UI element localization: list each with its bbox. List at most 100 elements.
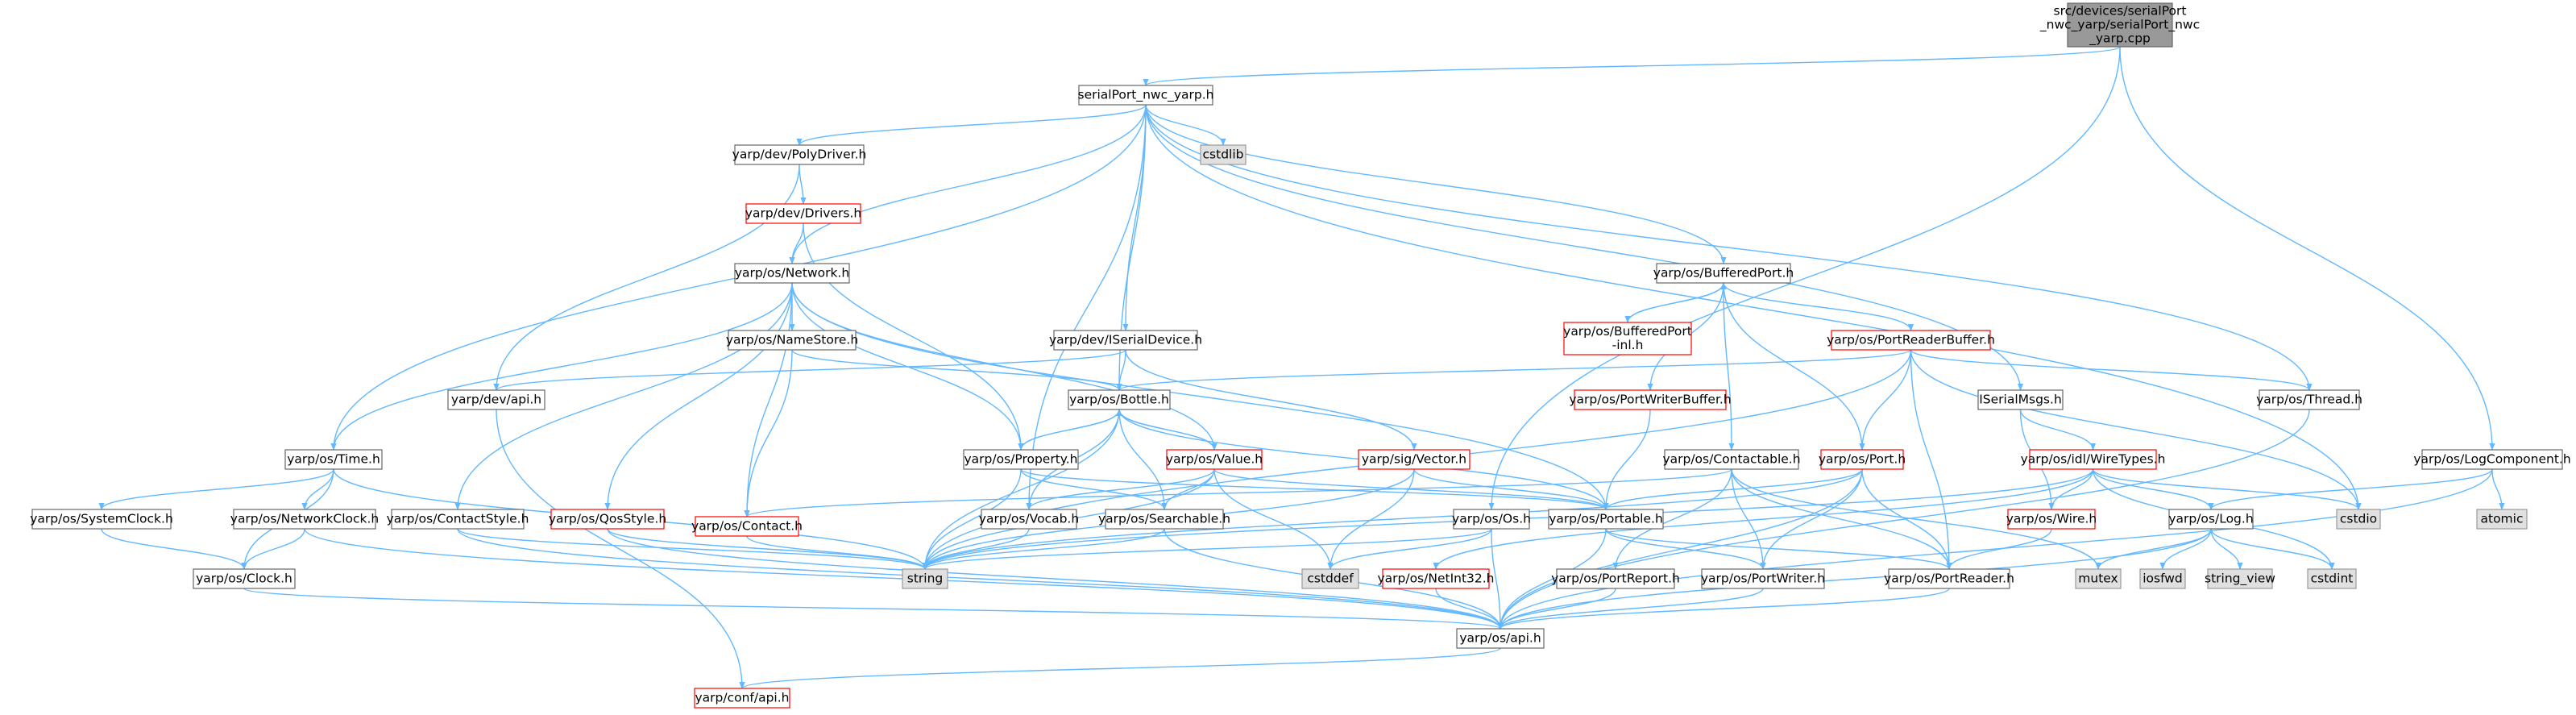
edge-serialPort_nwc_yarp_h-to-os_thread bbox=[1145, 104, 2313, 391]
node-box bbox=[391, 509, 525, 530]
node-net_int32[interactable]: yarp/os/NetInt32.h bbox=[1377, 568, 1495, 589]
node-os_searchable[interactable]: yarp/os/Searchable.h bbox=[1098, 509, 1230, 530]
node-port_writer[interactable]: yarp/os/PortWriter.h bbox=[1701, 568, 1825, 589]
node-iserial_msgs[interactable]: ISerialMsgs.h bbox=[1977, 389, 2064, 410]
node-os_vocab[interactable]: yarp/os/Vocab.h bbox=[979, 509, 1079, 530]
node-os_bottle[interactable]: yarp/os/Bottle.h bbox=[1068, 389, 1171, 410]
node-string_view[interactable]: string_view bbox=[2205, 568, 2275, 589]
node-os_property[interactable]: yarp/os/Property.h bbox=[963, 449, 1079, 470]
node-box bbox=[1166, 449, 1263, 470]
node-contact_style[interactable]: yarp/os/ContactStyle.h bbox=[387, 509, 529, 530]
node-os_clock[interactable]: yarp/os/Clock.h bbox=[193, 568, 296, 589]
edge-os_log-to-cstdint bbox=[2210, 528, 2335, 570]
node-label: yarp/os/Contactable.h bbox=[1662, 452, 1800, 467]
node-dev_drivers[interactable]: yarp/dev/Drivers.h bbox=[745, 203, 861, 224]
node-buffered_port_inl[interactable]: yarp/os/BufferedPort-inl.h bbox=[1563, 322, 1692, 355]
node-label: _nwc_yarp/serialPort_nwc bbox=[2039, 18, 2200, 33]
edge-os_time-to-system_clock bbox=[98, 468, 334, 510]
node-os_wire[interactable]: yarp/os/Wire.h bbox=[2006, 509, 2097, 530]
edge-os_portable-to-port_reader bbox=[1605, 528, 1952, 570]
node-box bbox=[734, 144, 865, 165]
node-cstddef[interactable]: cstddef bbox=[1301, 568, 1359, 589]
node-root[interactable]: src/devices/serialPort_nwc_yarp/serialPo… bbox=[2039, 2, 2200, 48]
node-cstdio[interactable]: cstdio bbox=[2336, 509, 2381, 530]
edge-os_value-to-os_portable bbox=[1213, 468, 1609, 510]
node-os_contact[interactable]: yarp/os/Contact.h bbox=[691, 516, 803, 537]
node-box bbox=[963, 449, 1079, 470]
node-serialPort_nwc_yarp_h[interactable]: serialPort_nwc_yarp.h bbox=[1078, 85, 1214, 106]
edge-serialPort_nwc_yarp_h-to-cstdio bbox=[1145, 104, 2362, 510]
node-dev_api[interactable]: yarp/dev/api.h bbox=[447, 389, 545, 410]
node-box bbox=[1977, 389, 2064, 410]
node-log_component[interactable]: yarp/os/LogComponent.h bbox=[2413, 449, 2571, 470]
node-os_os[interactable]: yarp/os/Os.h bbox=[1452, 509, 1531, 530]
node-port_reader_buffer[interactable]: yarp/os/PortReaderBuffer.h bbox=[1827, 330, 1995, 351]
node-port_reader[interactable]: yarp/os/PortReader.h bbox=[1884, 568, 2014, 589]
node-port_writer_buffer[interactable]: yarp/os/PortWriterBuffer.h bbox=[1569, 389, 1732, 410]
node-box bbox=[734, 263, 850, 284]
edge-os_property-to-string bbox=[922, 468, 1022, 570]
node-label: yarp/os/LogComponent.h bbox=[2413, 452, 2570, 467]
edge-os_property-to-os_bottle bbox=[1020, 409, 1122, 451]
node-box bbox=[1068, 389, 1171, 410]
edge-port_writer-to-os_api bbox=[1497, 588, 1764, 630]
edge-port_reader_buffer-to-cstdio bbox=[1910, 349, 2362, 510]
edge-iserial_msgs-to-wire_types bbox=[2019, 409, 2097, 451]
node-box bbox=[193, 568, 296, 589]
node-name_store[interactable]: yarp/os/NameStore.h bbox=[726, 330, 858, 351]
node-port_report[interactable]: yarp/os/PortReport.h bbox=[1551, 568, 1680, 589]
node-network_clock[interactable]: yarp/os/NetworkClock.h bbox=[230, 509, 379, 530]
node-os_thread[interactable]: yarp/os/Thread.h bbox=[2256, 389, 2362, 410]
node-wire_types[interactable]: yarp/os/idl/WireTypes.h bbox=[2021, 449, 2166, 470]
node-box bbox=[745, 203, 861, 224]
node-box bbox=[1453, 509, 1530, 530]
node-label: yarp/conf/api.h bbox=[695, 691, 789, 705]
node-iosfwd[interactable]: iosfwd bbox=[2139, 568, 2186, 589]
node-cstdint[interactable]: cstdint bbox=[2307, 568, 2357, 589]
node-os_value[interactable]: yarp/os/Value.h bbox=[1166, 449, 1263, 470]
edge-iserial_device-to-dev_api bbox=[493, 349, 1126, 391]
node-box bbox=[2168, 509, 2254, 530]
node-poly_driver[interactable]: yarp/dev/PolyDriver.h bbox=[732, 144, 867, 165]
header-nodes: src/devices/serialPort_nwc_yarp/serialPo… bbox=[30, 2, 2571, 709]
node-iserial_device[interactable]: yarp/dev/ISerialDevice.h bbox=[1049, 330, 1202, 351]
edge-os_portable-to-os_api bbox=[1497, 528, 1607, 630]
node-conf_api[interactable]: yarp/conf/api.h bbox=[694, 688, 790, 709]
edge-log_component-to-os_log bbox=[2208, 468, 2493, 510]
node-box bbox=[2259, 389, 2360, 410]
node-box bbox=[1556, 568, 1675, 589]
node-label: yarp/os/Thread.h bbox=[2256, 393, 2362, 407]
node-label: yarp/os/Os.h bbox=[1452, 512, 1531, 526]
node-qos_style[interactable]: yarp/os/QosStyle.h bbox=[549, 509, 666, 530]
node-os_time[interactable]: yarp/os/Time.h bbox=[284, 449, 383, 470]
edge-os_port-to-string bbox=[922, 468, 1863, 570]
node-box bbox=[1656, 263, 1791, 284]
edge-poly_driver-to-dev_drivers bbox=[799, 164, 807, 205]
node-system_clock[interactable]: yarp/os/SystemClock.h bbox=[30, 509, 173, 530]
node-box bbox=[1820, 449, 1904, 470]
node-cstdlib[interactable]: cstdlib bbox=[1200, 144, 1247, 165]
node-string[interactable]: string bbox=[902, 568, 948, 589]
node-os_port[interactable]: yarp/os/Port.h bbox=[1819, 449, 1906, 470]
node-os_log[interactable]: yarp/os/Log.h bbox=[2168, 509, 2254, 530]
node-mutex[interactable]: mutex bbox=[2075, 568, 2122, 589]
node-os_portable[interactable]: yarp/os/Portable.h bbox=[1548, 509, 1664, 530]
node-label: yarp/os/PortWriter.h bbox=[1701, 572, 1825, 586]
edge-os_network-to-os_portable bbox=[791, 282, 1609, 510]
node-box bbox=[2007, 509, 2096, 530]
node-label: yarp/dev/Drivers.h bbox=[745, 206, 861, 221]
node-label: string bbox=[907, 572, 944, 586]
node-atomic[interactable]: atomic bbox=[2476, 509, 2528, 530]
node-os_contactable[interactable]: yarp/os/Contactable.h bbox=[1662, 449, 1801, 470]
node-label: yarp/os/Value.h bbox=[1166, 452, 1263, 467]
node-box bbox=[1664, 449, 1799, 470]
node-buffered_port[interactable]: yarp/os/BufferedPort.h bbox=[1653, 263, 1794, 284]
edge-name_store-to-os_contact bbox=[744, 349, 793, 518]
node-os_network[interactable]: yarp/os/Network.h bbox=[734, 263, 850, 284]
node-sig_vector[interactable]: yarp/sig/Vector.h bbox=[1358, 449, 1471, 470]
node-label: yarp/os/NameStore.h bbox=[726, 333, 858, 347]
edge-os_port-to-port_writer bbox=[1760, 468, 1863, 570]
edge-os_value-to-os_bottle bbox=[1116, 409, 1215, 451]
node-os_api[interactable]: yarp/os/api.h bbox=[1456, 628, 1545, 649]
node-label: yarp/os/Portable.h bbox=[1549, 512, 1663, 526]
